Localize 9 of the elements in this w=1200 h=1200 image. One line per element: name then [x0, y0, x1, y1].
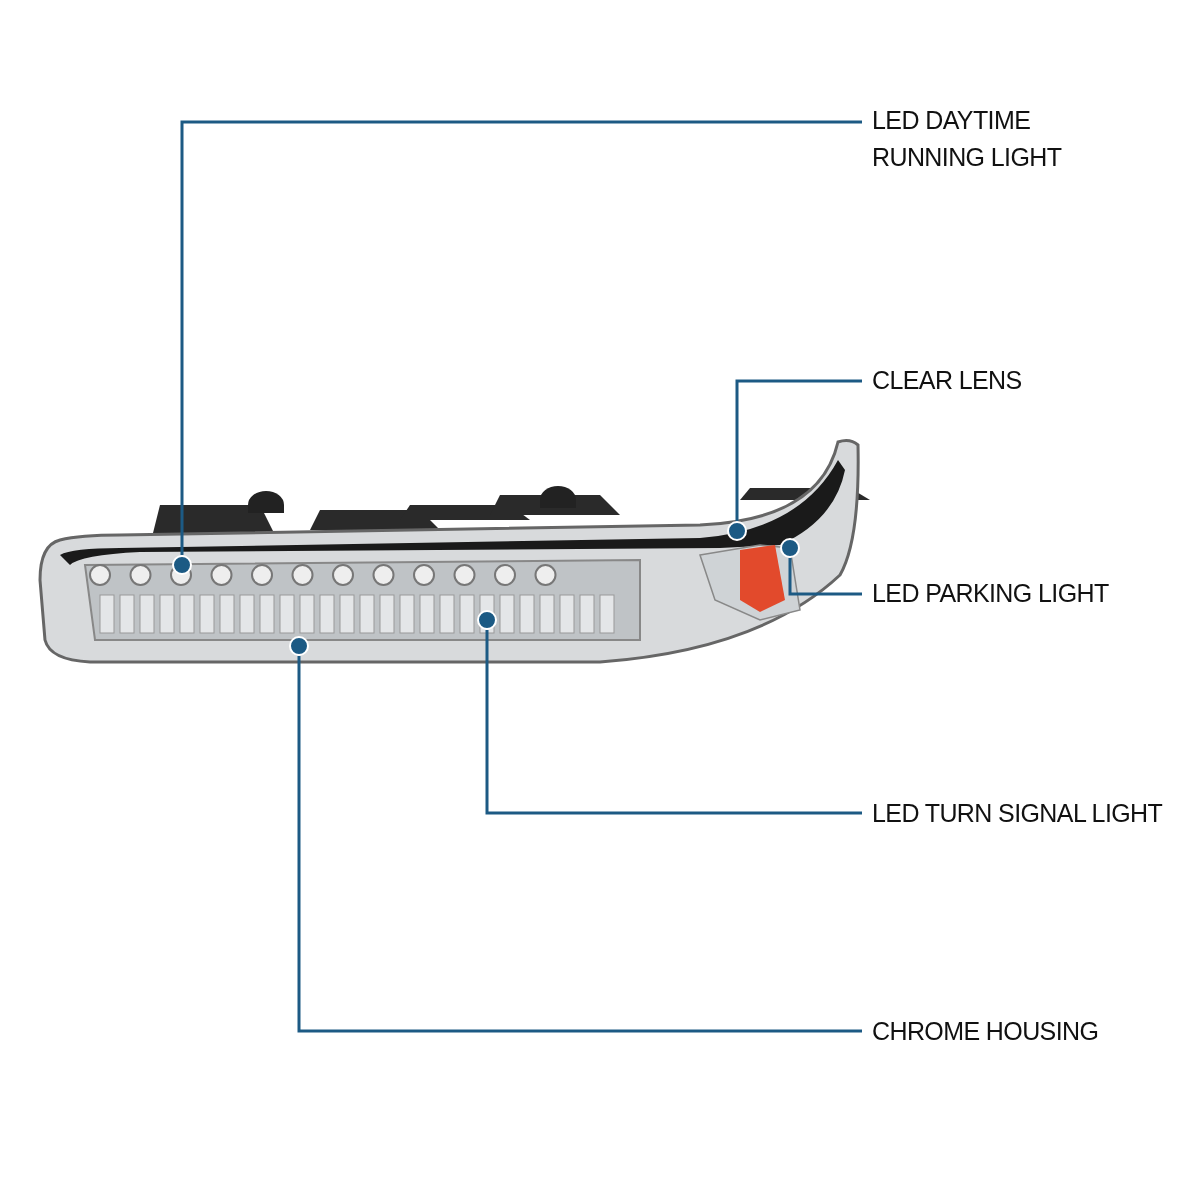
leader-line — [180, 120, 862, 555]
callout-label: CLEAR LENS — [872, 365, 1023, 396]
callout-label: LED PARKING LIGHT — [872, 578, 1110, 609]
leader-line — [485, 630, 862, 815]
leader-line — [735, 379, 862, 521]
callout-label: LED TURN SIGNAL LIGHT — [872, 798, 1164, 829]
callout-label: LED DAYTIME RUNNING LIGHT — [872, 105, 1063, 173]
callout-label: CHROME HOUSING — [872, 1016, 1100, 1047]
leader-line — [297, 656, 862, 1033]
